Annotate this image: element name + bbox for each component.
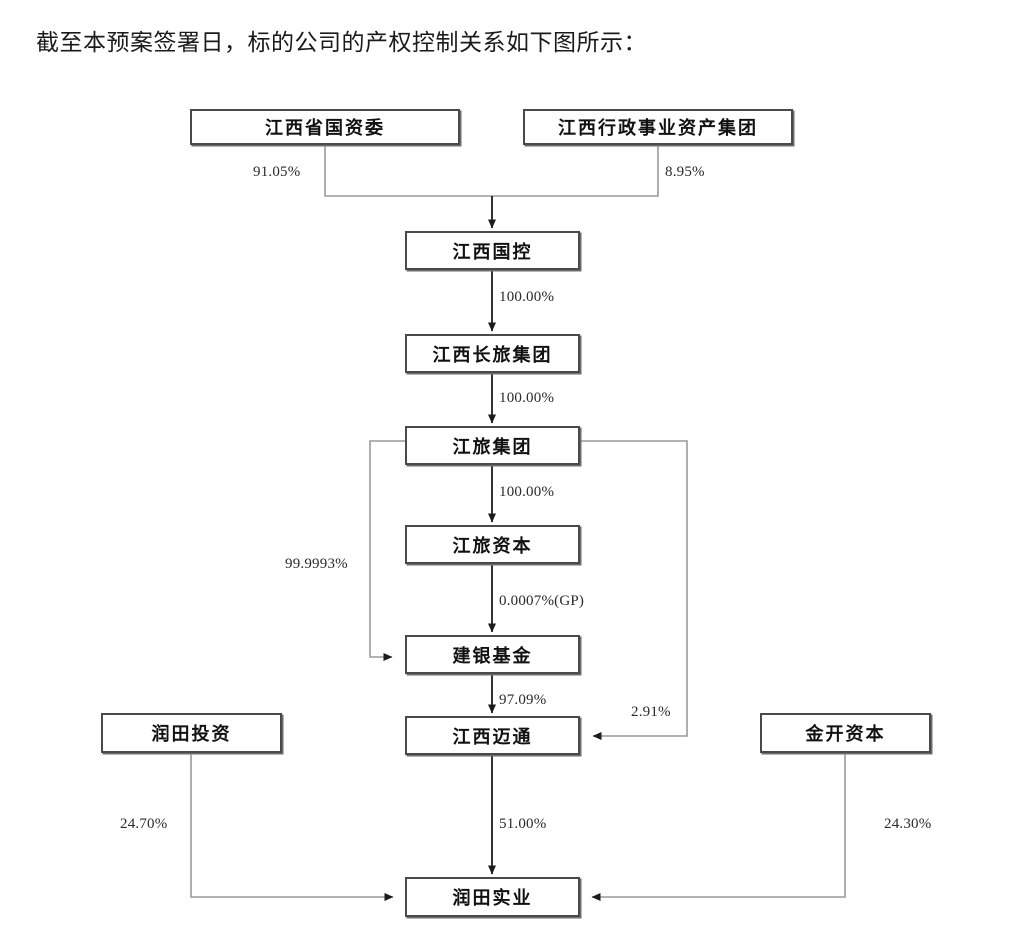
edge-jljt-to-jyjj-left — [369, 440, 405, 661]
edge-label-jxxzsyzc-share: 8.95% — [665, 164, 705, 180]
edge-label-jljt-to-jxmt: 2.91% — [631, 704, 671, 720]
node-label: 润田实业 — [452, 888, 533, 909]
edge-jxsgzw-to-jxgk — [324, 145, 492, 197]
node-label: 江旅资本 — [452, 535, 533, 557]
node-jiangxi-sasac[interactable]: 江西省国资委 — [190, 109, 460, 145]
node-label: 金开资本 — [805, 724, 886, 745]
intro-paragraph: 截至本预案签署日，标的公司的产权控制关系如下图所示： — [36, 30, 647, 56]
node-runtian-industry[interactable]: 润田实业 — [405, 877, 580, 917]
edge-rttz-to-rtsy — [190, 753, 394, 901]
node-label: 江旅集团 — [452, 436, 533, 458]
node-label: 江西行政事业资产集团 — [558, 118, 758, 139]
node-jianglv-group[interactable]: 江旅集团 — [405, 426, 580, 465]
edge-label-jxgk-to-jxczjt: 100.00% — [499, 289, 555, 305]
node-runtian-investment[interactable]: 润田投资 — [101, 713, 282, 753]
edge-label-jxmt-to-rtsy: 51.00% — [499, 816, 547, 832]
node-jiangxi-maitong[interactable]: 江西迈通 — [405, 716, 580, 755]
edge-label-rttz-to-rtsy: 24.70% — [120, 816, 168, 832]
node-label: 江西长旅集团 — [432, 344, 553, 366]
node-jiangxi-changlv-group[interactable]: 江西长旅集团 — [405, 334, 580, 373]
node-jianglv-capital[interactable]: 江旅资本 — [405, 525, 580, 564]
node-label: 江西国控 — [452, 241, 533, 263]
edge-label-jxsgzw-share: 91.05% — [253, 164, 301, 180]
node-label: 建银基金 — [452, 645, 533, 667]
edge-label-jkzb-to-rtsy: 24.30% — [884, 816, 932, 832]
edge-label-jljt-to-jyjj: 99.9993% — [285, 556, 348, 572]
edge-label-jyjj-to-jxmt: 97.09% — [499, 692, 547, 708]
node-label: 润田投资 — [151, 724, 232, 745]
edge-label-jljt-to-jlzb: 100.00% — [499, 484, 555, 500]
node-jiangxi-guokong[interactable]: 江西国控 — [405, 231, 580, 270]
edge-label-jlzb-to-jyjj: 0.0007%(GP) — [499, 593, 585, 609]
node-jinkai-capital[interactable]: 金开资本 — [760, 713, 931, 753]
node-jiangxi-admin-assets-group[interactable]: 江西行政事业资产集团 — [523, 109, 793, 145]
edge-jkzb-to-rtsy — [591, 753, 846, 901]
edge-label-jxczjt-to-jljt: 100.00% — [499, 390, 555, 406]
node-label: 江西迈通 — [452, 726, 533, 748]
edge-jxxzsyzc-to-jxgk — [492, 145, 659, 197]
edge-jljt-to-jxmt-right — [580, 440, 688, 740]
node-label: 江西省国资委 — [265, 118, 385, 139]
node-jianyin-fund[interactable]: 建银基金 — [405, 635, 580, 674]
